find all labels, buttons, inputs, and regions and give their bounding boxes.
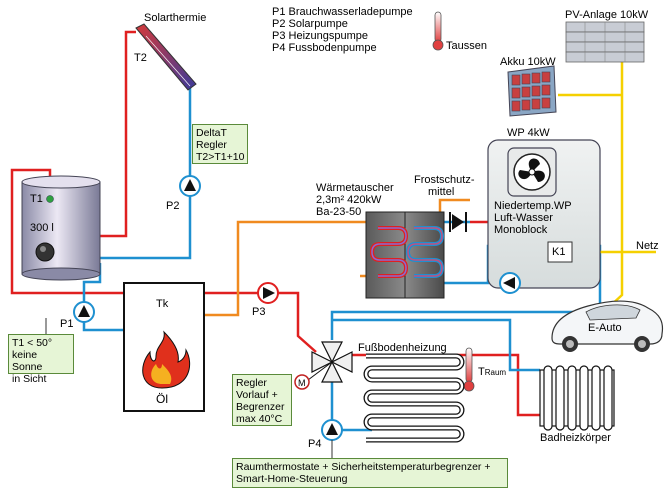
t1-label: T1 [30, 193, 43, 205]
pv-cable [607, 62, 624, 309]
hot-water-tank [21, 175, 101, 281]
waermetauscher-line1: Wärmetauscher [316, 182, 394, 194]
solarthermie-label: Solarthermie [144, 12, 207, 24]
fussbodenheizung-label: Fußbodenheizung [358, 342, 447, 354]
fan-icon [513, 153, 551, 191]
eauto-label: E-Auto [588, 322, 622, 334]
battery-pack [507, 65, 557, 117]
legend-p4: P4 Fussbodenpumpe [272, 42, 377, 54]
legend-p1: P1 Brauchwasserladepumpe [272, 6, 413, 18]
raumthermostat-note: Raumthermostate + Sicherheitstemperaturb… [232, 458, 508, 488]
deltat-regler-note: DeltaT Regler T2>T1+10 [192, 124, 248, 164]
wp-box-line2: Luft-Wasser [494, 212, 553, 224]
pump-p4-icon [321, 419, 343, 441]
pump-p3-icon [257, 282, 279, 304]
tk-label: Tk [156, 298, 169, 310]
frostschutz-line2: mittel [428, 186, 455, 198]
p4-label: P4 [308, 438, 322, 450]
traum-label: TRaum [478, 366, 506, 379]
p2-label: P2 [166, 200, 180, 212]
oil-boiler [123, 282, 205, 412]
deltat-line2: Regler [196, 139, 227, 151]
solar-cold-pipe [100, 88, 192, 260]
raum-line2: Smart-Home-Steuerung [236, 473, 348, 485]
pv-label: PV-Anlage 10kW [565, 9, 649, 21]
raum-line1: Raumthermostate + Sicherheitstemperaturb… [236, 461, 491, 473]
floor-heating-coil [363, 353, 465, 443]
heat-exchanger [365, 211, 445, 299]
regler-line2: Vorlauf + [236, 389, 278, 401]
valve-motor-icon [294, 374, 310, 390]
solar-collector [135, 23, 197, 91]
oel-label: Öl [156, 392, 168, 406]
wp-label: WP 4kW [507, 127, 550, 139]
t2-label: T2 [134, 52, 147, 64]
k1-label: K1 [552, 246, 566, 258]
heat-pump-unit [487, 139, 601, 289]
bath-radiator [539, 365, 615, 431]
traum-sub: Raum [484, 368, 507, 377]
t1cond-line2: keine Sonne [12, 349, 43, 373]
legend-p2: P2 Solarpumpe [272, 18, 348, 30]
motor-label: M [298, 378, 306, 388]
tank-cold-pipe [82, 263, 126, 332]
pv-panels [565, 21, 645, 63]
regler-vorlauf-note: Regler Vorlauf + Begrenzer max 40°C [232, 374, 292, 426]
legend-p3: P3 Heizungspumpe [272, 30, 369, 42]
flame-icon [142, 330, 191, 389]
waermetauscher-line2: 2,3m² 420kW [316, 194, 382, 206]
pump-p2-icon [179, 175, 201, 197]
p1-label: P1 [60, 318, 74, 330]
deltat-line1: DeltaT [196, 127, 227, 139]
badheizkoerper-label: Badheizkörper [540, 432, 611, 444]
outdoor-thermometer-icon [432, 11, 444, 51]
regler-line4: max 40°C [236, 413, 283, 425]
room-thermometer-icon [463, 347, 475, 392]
check-valve-icon [449, 212, 467, 232]
netz-label: Netz [636, 240, 659, 252]
pump-p1-icon [73, 301, 95, 323]
tank-volume-label: 300 l [30, 222, 54, 234]
frostschutz-line1: Frostschutz- [414, 174, 475, 186]
wp-box-line3: Monoblock [494, 224, 548, 236]
t1cond-line1: T1 < 50° [12, 337, 53, 349]
boiler-flow-pipe [203, 291, 317, 353]
regler-line3: Begrenzer [236, 401, 285, 413]
akku-label: Akku 10kW [500, 56, 556, 68]
p1-condition-note: T1 < 50° keine Sonne in Sicht [8, 334, 74, 385]
frost-pipe-a [203, 220, 378, 317]
p3-label: P3 [252, 306, 266, 318]
wp-box-line1: Niedertemp.WP [494, 200, 572, 212]
bath-cold-pipe [332, 318, 540, 372]
taussen-label: Taussen [446, 40, 487, 52]
waermetauscher-line3: Ba-23-50 [316, 206, 362, 218]
traum-t: T [478, 366, 485, 378]
deltat-line3: T2>T1+10 [196, 151, 245, 163]
pump-wp-icon [499, 272, 521, 294]
mixing-valve-icon [307, 341, 353, 383]
solar-hot-pipe [100, 30, 136, 238]
ev-car [551, 300, 664, 352]
t1cond-line3: in Sicht [12, 373, 47, 385]
regler-line1: Regler [236, 377, 267, 389]
